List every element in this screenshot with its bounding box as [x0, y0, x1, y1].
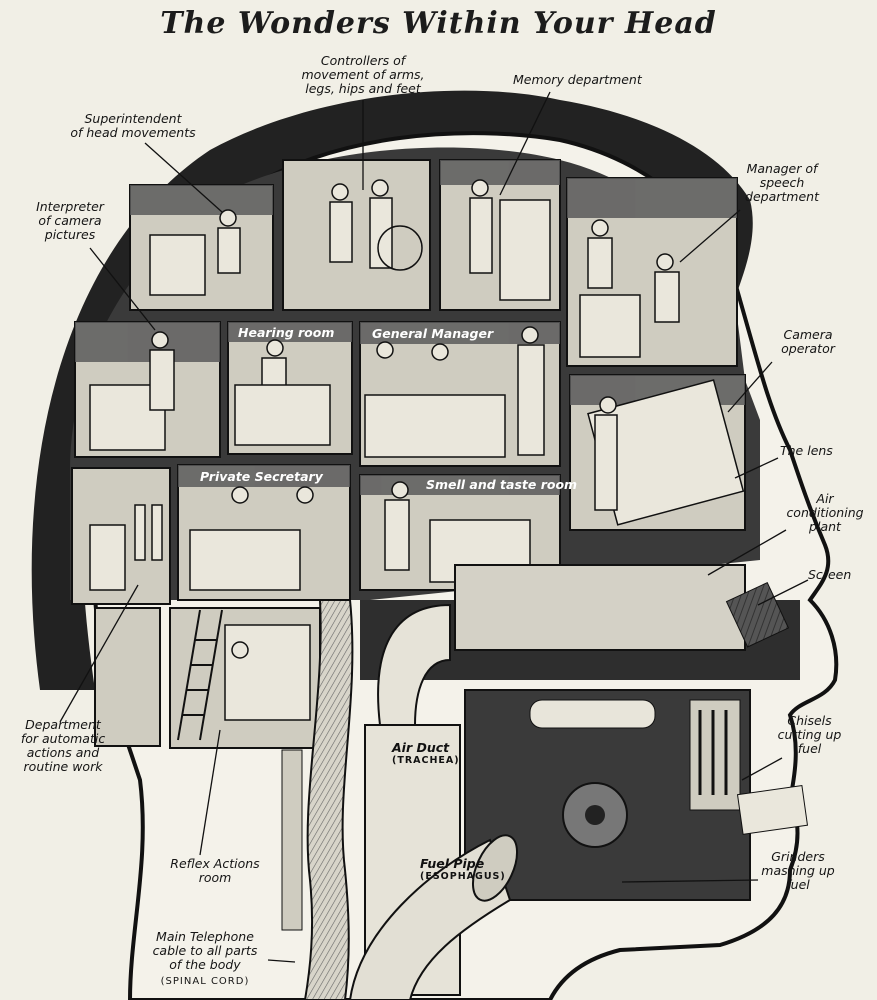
fuel-pipe-sub-label: (ESOPHAGUS): [420, 871, 506, 882]
room-label-hearing: Hearing room: [238, 325, 335, 340]
room-label-general-manager: General Manager: [372, 326, 494, 341]
room-label-private-secretary: Private Secretary: [200, 469, 323, 484]
callout-grinders: Grinders mashing up fuel: [761, 849, 835, 892]
figures: [89, 179, 745, 721]
fuel-blocks: [736, 785, 809, 835]
small-pipe: [281, 749, 303, 931]
panel-lower-left: [94, 607, 161, 747]
page-title: The Wonders Within Your Head: [160, 6, 717, 41]
callout-superintendent: Superintendent of head movements: [70, 111, 196, 140]
callout-interpreter: Interpreter of camera pictures: [36, 199, 104, 242]
callout-lens: The lens: [780, 443, 833, 458]
ladder: [177, 609, 223, 741]
hair: [31, 90, 753, 691]
callout-controllers: Controllers of movement of arms, legs, h…: [301, 53, 425, 96]
callout-camera-operator: Camera operator: [781, 327, 835, 356]
callout-telephone: Main Telephone cable to all parts of the…: [152, 929, 258, 972]
air-duct-label: Air Duct: [392, 740, 450, 755]
chisel-rack: [689, 699, 741, 811]
boiler-tank: [529, 699, 656, 729]
callout-memory: Memory department: [513, 72, 642, 87]
fuel-pipe: [348, 838, 512, 1000]
panel-controllers: [282, 159, 431, 311]
callout-automatic: Department for automatic actions and rou…: [20, 717, 106, 774]
callout-screen: Screen: [808, 567, 852, 582]
chisels: [698, 710, 728, 795]
leader-lines: [59, 91, 809, 963]
callout-air-conditioning: Air conditioning plant: [786, 491, 864, 534]
air-duct-bend: [377, 603, 451, 726]
screen-grid: [725, 581, 790, 648]
callout-telephone-sub: (SPINAL CORD): [160, 976, 250, 987]
callout-reflex: Reflex Actions room: [170, 856, 260, 885]
fuel-pipe-label: Fuel Pipe: [420, 856, 485, 871]
callout-speech: Manager of speech department: [745, 161, 819, 204]
room-label-fuel-pipe: Fuel Pipe (ESOPHAGUS): [420, 856, 506, 882]
air-conditioning-unit: [454, 564, 746, 651]
room-label-air-duct: Air Duct (TRACHEA): [392, 740, 460, 766]
air-duct-sub-label: (TRACHEA): [392, 755, 460, 766]
room-label-smell-taste: Smell and taste room: [426, 477, 578, 492]
room-backdrops: [75, 160, 745, 495]
callout-chisels: Chisels cutting up fuel: [777, 713, 842, 756]
